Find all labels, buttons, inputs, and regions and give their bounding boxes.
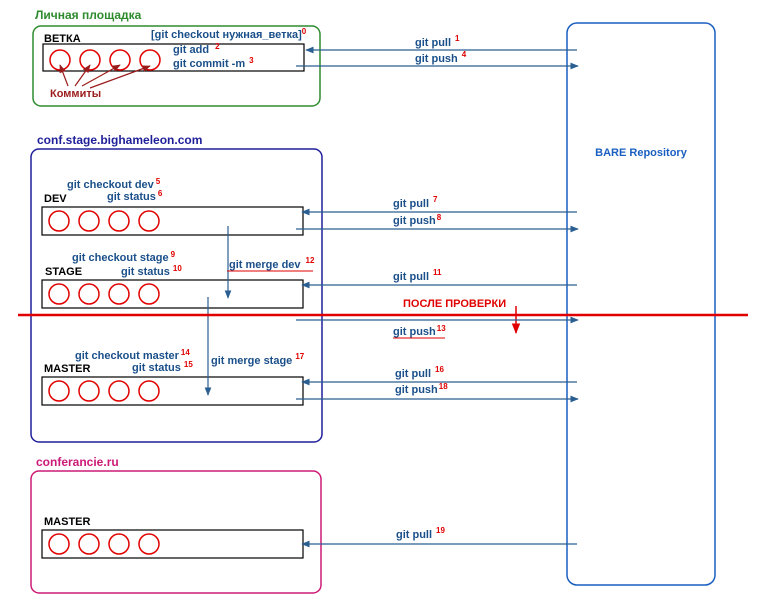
commit-circle [78,283,100,305]
stage-master-box [41,376,304,406]
commit-circle [138,533,160,555]
commit-circle [138,210,160,232]
stage-master-label: MASTER [44,363,91,375]
cmd-push-8: git push8 [393,213,442,227]
stage-branch-label: STAGE [45,266,82,278]
commits-label: Коммиты [50,88,101,100]
commit-circle [138,283,160,305]
prod-server-title: conferancie.ru [36,455,119,469]
local-branch-label: ВЕТКА [44,33,81,45]
stage-branch-box [41,279,304,309]
bare-repository-frame [566,22,716,586]
local-area-title: Личная площадка [35,8,142,22]
commit-circle [108,380,130,402]
commit-circle [78,210,100,232]
commit-circle [108,533,130,555]
dev-branch-box [41,206,304,236]
commit-circle [78,380,100,402]
stage-server-title: conf.stage.bighameleon.com [37,133,202,147]
bare-repository-title: BARE Repository [595,147,688,159]
commit-circle [108,210,130,232]
cmd-checkout-branch: [git checkout нужная_ветка]0 [151,27,307,41]
commit-circle [48,380,70,402]
commits-pointer-arrow [59,64,69,87]
commit-circle [48,283,70,305]
dev-branch-label: DEV [44,193,67,205]
commits-pointer-arrow [81,64,121,87]
commit-circle [48,210,70,232]
commit-circle [48,533,70,555]
commit-circle [108,283,130,305]
commit-circle [78,533,100,555]
stage-server-frame [30,148,323,443]
commits-pointer-arrow [89,65,151,89]
prod-server-frame [30,470,322,594]
check-label: ПОСЛЕ ПРОВЕРКИ [403,298,506,310]
cmd-push-13: git push13 [393,324,446,338]
prod-master-box [41,529,304,559]
prod-master-label: MASTER [44,516,91,528]
cmd-push-18: git push18 [395,382,448,396]
commit-circle [138,380,160,402]
commits-pointer-arrow [74,64,91,87]
